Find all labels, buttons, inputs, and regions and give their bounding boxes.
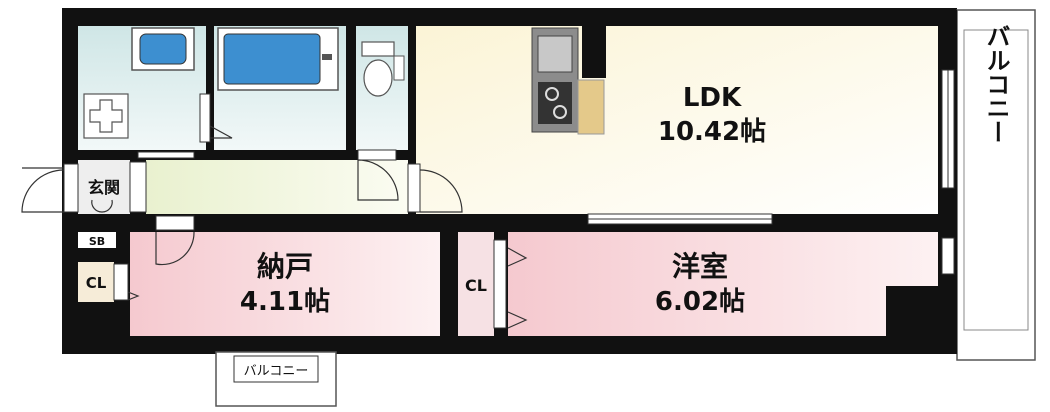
ldk-size: 10.42帖 xyxy=(658,117,766,147)
ldk-name: LDK xyxy=(683,83,742,113)
cl-right-swing-top xyxy=(507,247,528,267)
western-window xyxy=(941,237,955,275)
toilet-icon xyxy=(361,41,395,57)
western-pillar xyxy=(886,286,938,336)
washer-pan-icon xyxy=(83,93,129,139)
storage-name: 納戸 xyxy=(257,250,313,283)
cl-left-swing xyxy=(127,291,140,301)
wash-door-swing xyxy=(209,125,233,139)
ldk-floor xyxy=(416,26,942,214)
storage-floor xyxy=(130,232,440,336)
western-size: 6.02帖 xyxy=(655,287,745,317)
western-name: 洋室 xyxy=(672,250,728,283)
entrance-door-opening xyxy=(63,163,79,213)
hall-floor xyxy=(146,160,408,214)
toilet-door-opening xyxy=(357,149,397,161)
closet-left-door xyxy=(113,263,129,301)
sink-icon xyxy=(537,35,573,73)
wash-sliding-door xyxy=(137,151,195,159)
closet-right-door xyxy=(493,239,507,329)
wash-door-opening xyxy=(199,93,211,143)
entrance-door-swing xyxy=(21,169,65,213)
balcony-bottom-label: バルコニー xyxy=(244,364,309,379)
shoe-box xyxy=(78,232,116,248)
closet-left xyxy=(78,262,114,302)
entrance-label: 玄関 xyxy=(88,178,120,197)
closet-left-label: CL xyxy=(86,274,107,292)
ldk-door-opening xyxy=(407,163,421,213)
entrance-floor xyxy=(78,160,130,216)
shoe-box-label: SB xyxy=(89,235,105,248)
hall-door-swing xyxy=(357,159,399,201)
shoe-arc xyxy=(91,199,113,213)
storage-door-opening xyxy=(155,215,195,231)
closet-right-label: CL xyxy=(465,276,487,295)
closet-right xyxy=(458,232,494,336)
kitchen-counter-curve xyxy=(577,79,605,135)
ldk-door-swing xyxy=(419,169,463,213)
storage-door-swing xyxy=(155,231,195,266)
storage-size: 4.11帖 xyxy=(240,287,330,317)
cl-right-swing-bottom xyxy=(507,311,528,329)
hall-sliding xyxy=(129,161,147,213)
balcony-right-label: バルコニー xyxy=(982,24,1010,144)
western-floor xyxy=(508,232,938,336)
